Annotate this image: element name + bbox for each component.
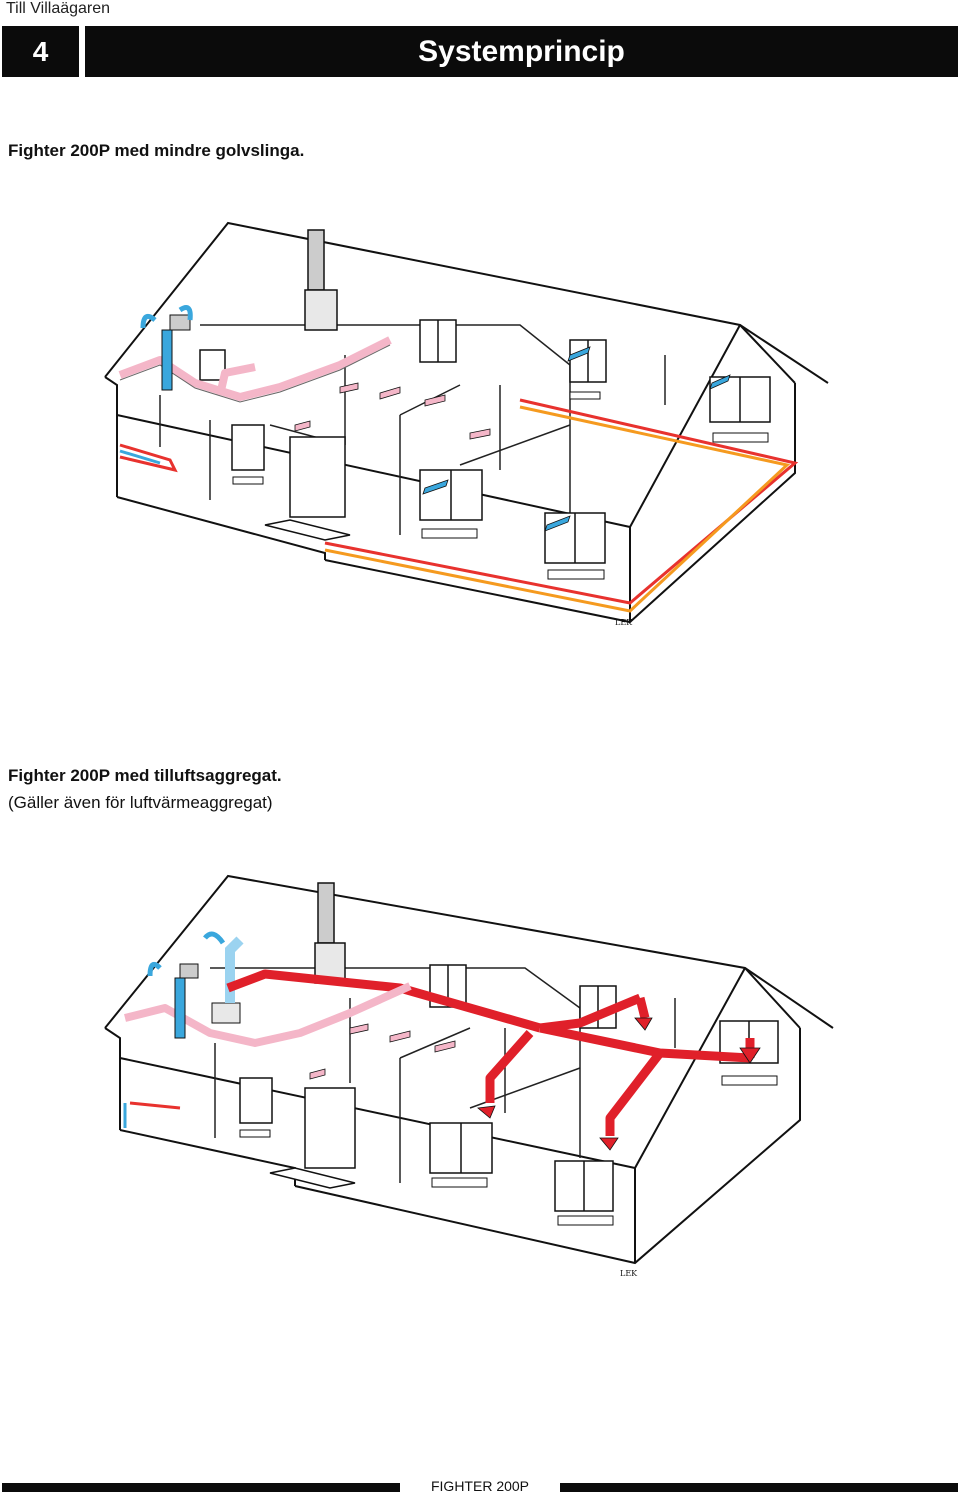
footer-label: FIGHTER 200P (430, 1478, 530, 1494)
house-outline (104, 221, 829, 624)
radiators (232, 391, 769, 580)
exhaust-ducts (118, 336, 392, 401)
page-title: Systemprincip (85, 26, 958, 77)
house-diagram-supply-unit: LEK (104, 874, 834, 1278)
figure2-caption: Fighter 200P med tilluftsaggregat. (8, 766, 282, 785)
entrance-door (264, 436, 351, 541)
chimney (304, 229, 338, 331)
chimney (314, 882, 346, 984)
supply-air-unit (203, 931, 244, 1024)
exhaust-valves (294, 382, 491, 440)
page-number: 4 (2, 26, 79, 77)
supply-valves (422, 346, 731, 532)
figure1-caption: Fighter 200P med mindre golvslinga. (8, 141, 305, 160)
floor-loop (119, 398, 799, 613)
exhaust-ducts (124, 982, 412, 1047)
footer-bar-left (2, 1483, 400, 1492)
figure2-subcaption: (Gäller även för luftvärmeaggregat) (8, 793, 273, 812)
footer-bar-right (560, 1483, 958, 1492)
radiators (239, 1075, 778, 1226)
fresh-air-intake (123, 961, 199, 1128)
section-label: Till Villaägaren (6, 0, 111, 17)
exhaust-duct-edge (119, 344, 391, 403)
supply-ducts (226, 969, 755, 1136)
figure1-mark: LEK (615, 618, 633, 627)
entrance-door (269, 1087, 356, 1189)
house-diagram-floor-loop: LEK (104, 221, 829, 627)
fresh-air-intake (140, 305, 193, 391)
figure2-mark: LEK (620, 1269, 638, 1278)
supply-outlets (477, 1017, 761, 1151)
exhaust-valves (309, 1023, 456, 1080)
